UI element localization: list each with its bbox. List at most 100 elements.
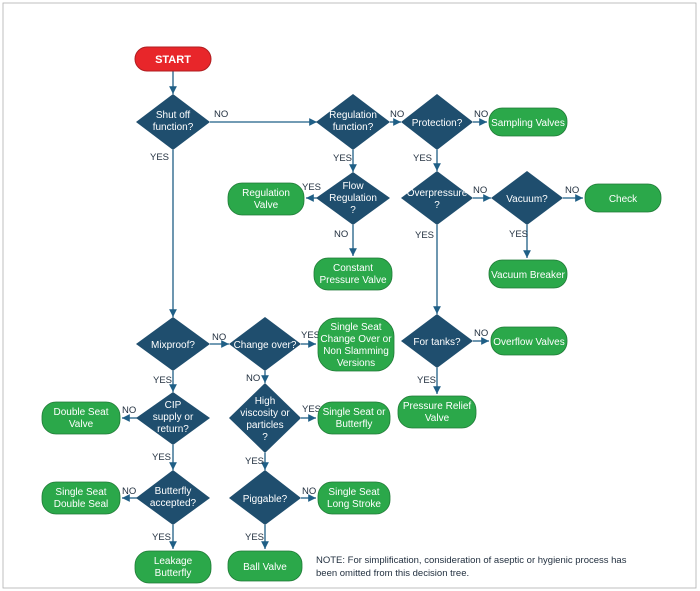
outcome-text: Ball Valve [243,562,287,573]
decision-flow-regulation: Flow Regulation ? [316,172,390,225]
decision-piggable: Piggable? [229,470,301,525]
decision-text: High [255,396,276,407]
yes-label: YES [413,153,432,164]
no-label: NO [122,486,136,497]
outcome-text: Leakage [154,556,193,567]
no-label: NO [390,109,404,120]
decision-vacuum: Vacuum? [491,171,563,225]
outcome-pill [317,317,395,372]
start-label: START [155,54,191,66]
no-label: NO [474,109,488,120]
outcome-text: Double Seal [54,499,108,510]
outcome-check: Check [584,183,662,213]
outcome-text: Overflow Valves [493,337,565,348]
decision-diamond [136,317,210,371]
outcome-text: Single Seat [328,487,379,498]
outcome-pill [227,182,305,216]
decision-diamond [316,94,390,150]
outcome-text: Double Seat [53,407,108,418]
outcome-text: Valve [69,419,94,430]
yes-label: YES [301,330,320,341]
yes-label: YES [245,456,264,467]
yes-label: YES [245,532,264,543]
connectors [122,71,583,549]
decision-diamond [401,94,473,150]
no-label: NO [474,328,488,339]
outcome-leakage-butterfly: Leakage Butterfly [134,550,212,584]
decision-text: supply or [153,412,194,423]
no-label: NO [122,405,136,416]
outcome-sampling-valves: Sampling Valves [488,107,568,137]
decision-text: particles [246,420,283,431]
outcome-text: Versions [337,358,375,369]
decision-text: Regulation [329,110,377,121]
decision-diamond [229,317,301,371]
decision-text: ? [350,205,356,216]
start-node: START [134,46,212,72]
decision-text: Overpressure [407,188,468,199]
decision-protection: Protection? [401,94,473,150]
outcome-double-seat-valve: Double Seat Valve [41,401,121,435]
no-label: NO [473,185,487,196]
outcome-text: Change Over or [320,334,392,345]
outcome-regulation-valve: Regulation Valve [227,182,305,216]
outcome-text: Pressure Relief [403,401,472,412]
outcome-text: Regulation [242,188,290,199]
decision-text: return? [157,424,189,435]
outcome-text: Single Seat [330,322,381,333]
decision-text: accepted? [150,498,197,509]
outcome-text: Constant [333,263,373,274]
outcome-single-seat-change-over: Single Seat Change Over or Non Slamming … [317,317,395,372]
decision-text: Protection? [412,118,463,129]
decision-diamond [229,383,301,453]
decision-regulation: Regulation function? [316,94,390,150]
outcome-constant-pressure-valve: Constant Pressure Valve [313,257,393,291]
outcome-text: Butterfly [336,419,373,430]
outcome-pill [227,550,303,582]
outcome-pill [41,401,121,435]
note-line: been omitted from this decision tree. [316,568,469,579]
decision-butterfly-accepted: Butterfly accepted? [136,470,210,525]
outcome-text: Check [609,194,638,205]
decision-text: function? [153,122,194,133]
outcome-text: Vacuum Breaker [491,270,565,281]
decision-diamond [136,392,210,445]
outcome-pill [317,401,391,435]
no-label: NO [214,109,228,120]
outcome-pill [488,259,568,289]
decision-diamond [491,171,563,225]
outcome-text: Non Slamming [323,346,389,357]
decision-text: Change over? [234,340,297,351]
outcome-text: Single Seat or [323,407,386,418]
outcome-text: Valve [425,413,450,424]
decision-text: Mixproof? [151,340,195,351]
outcome-pill [397,395,477,429]
outcome-text: Single Seat [55,487,106,498]
yes-label: YES [302,404,321,415]
decision-diamond [136,94,210,150]
decision-text: function? [333,122,374,133]
yes-label: YES [509,229,528,240]
decision-overpressure: Overpressure ? [401,171,473,225]
yes-label: YES [417,375,436,386]
no-label: NO [565,185,579,196]
decision-diamond [136,470,210,525]
yes-label: YES [333,153,352,164]
decision-text: CIP [165,400,182,411]
outcome-text: Butterfly [155,568,192,579]
decision-diamond [229,470,301,525]
decision-change-over: Change over? [229,317,301,371]
decision-text: ? [262,432,268,443]
outcome-vacuum-breaker: Vacuum Breaker [488,259,568,289]
yes-label: YES [153,375,172,386]
outcome-text: Pressure Valve [319,275,387,286]
yes-label: YES [152,532,171,543]
decision-text: Shut off [156,110,191,121]
outcome-pressure-relief-valve: Pressure Relief Valve [397,395,477,429]
no-label: NO [334,229,348,240]
yes-label: YES [152,452,171,463]
decision-text: Butterfly [155,486,192,497]
outcome-pill [134,550,212,584]
